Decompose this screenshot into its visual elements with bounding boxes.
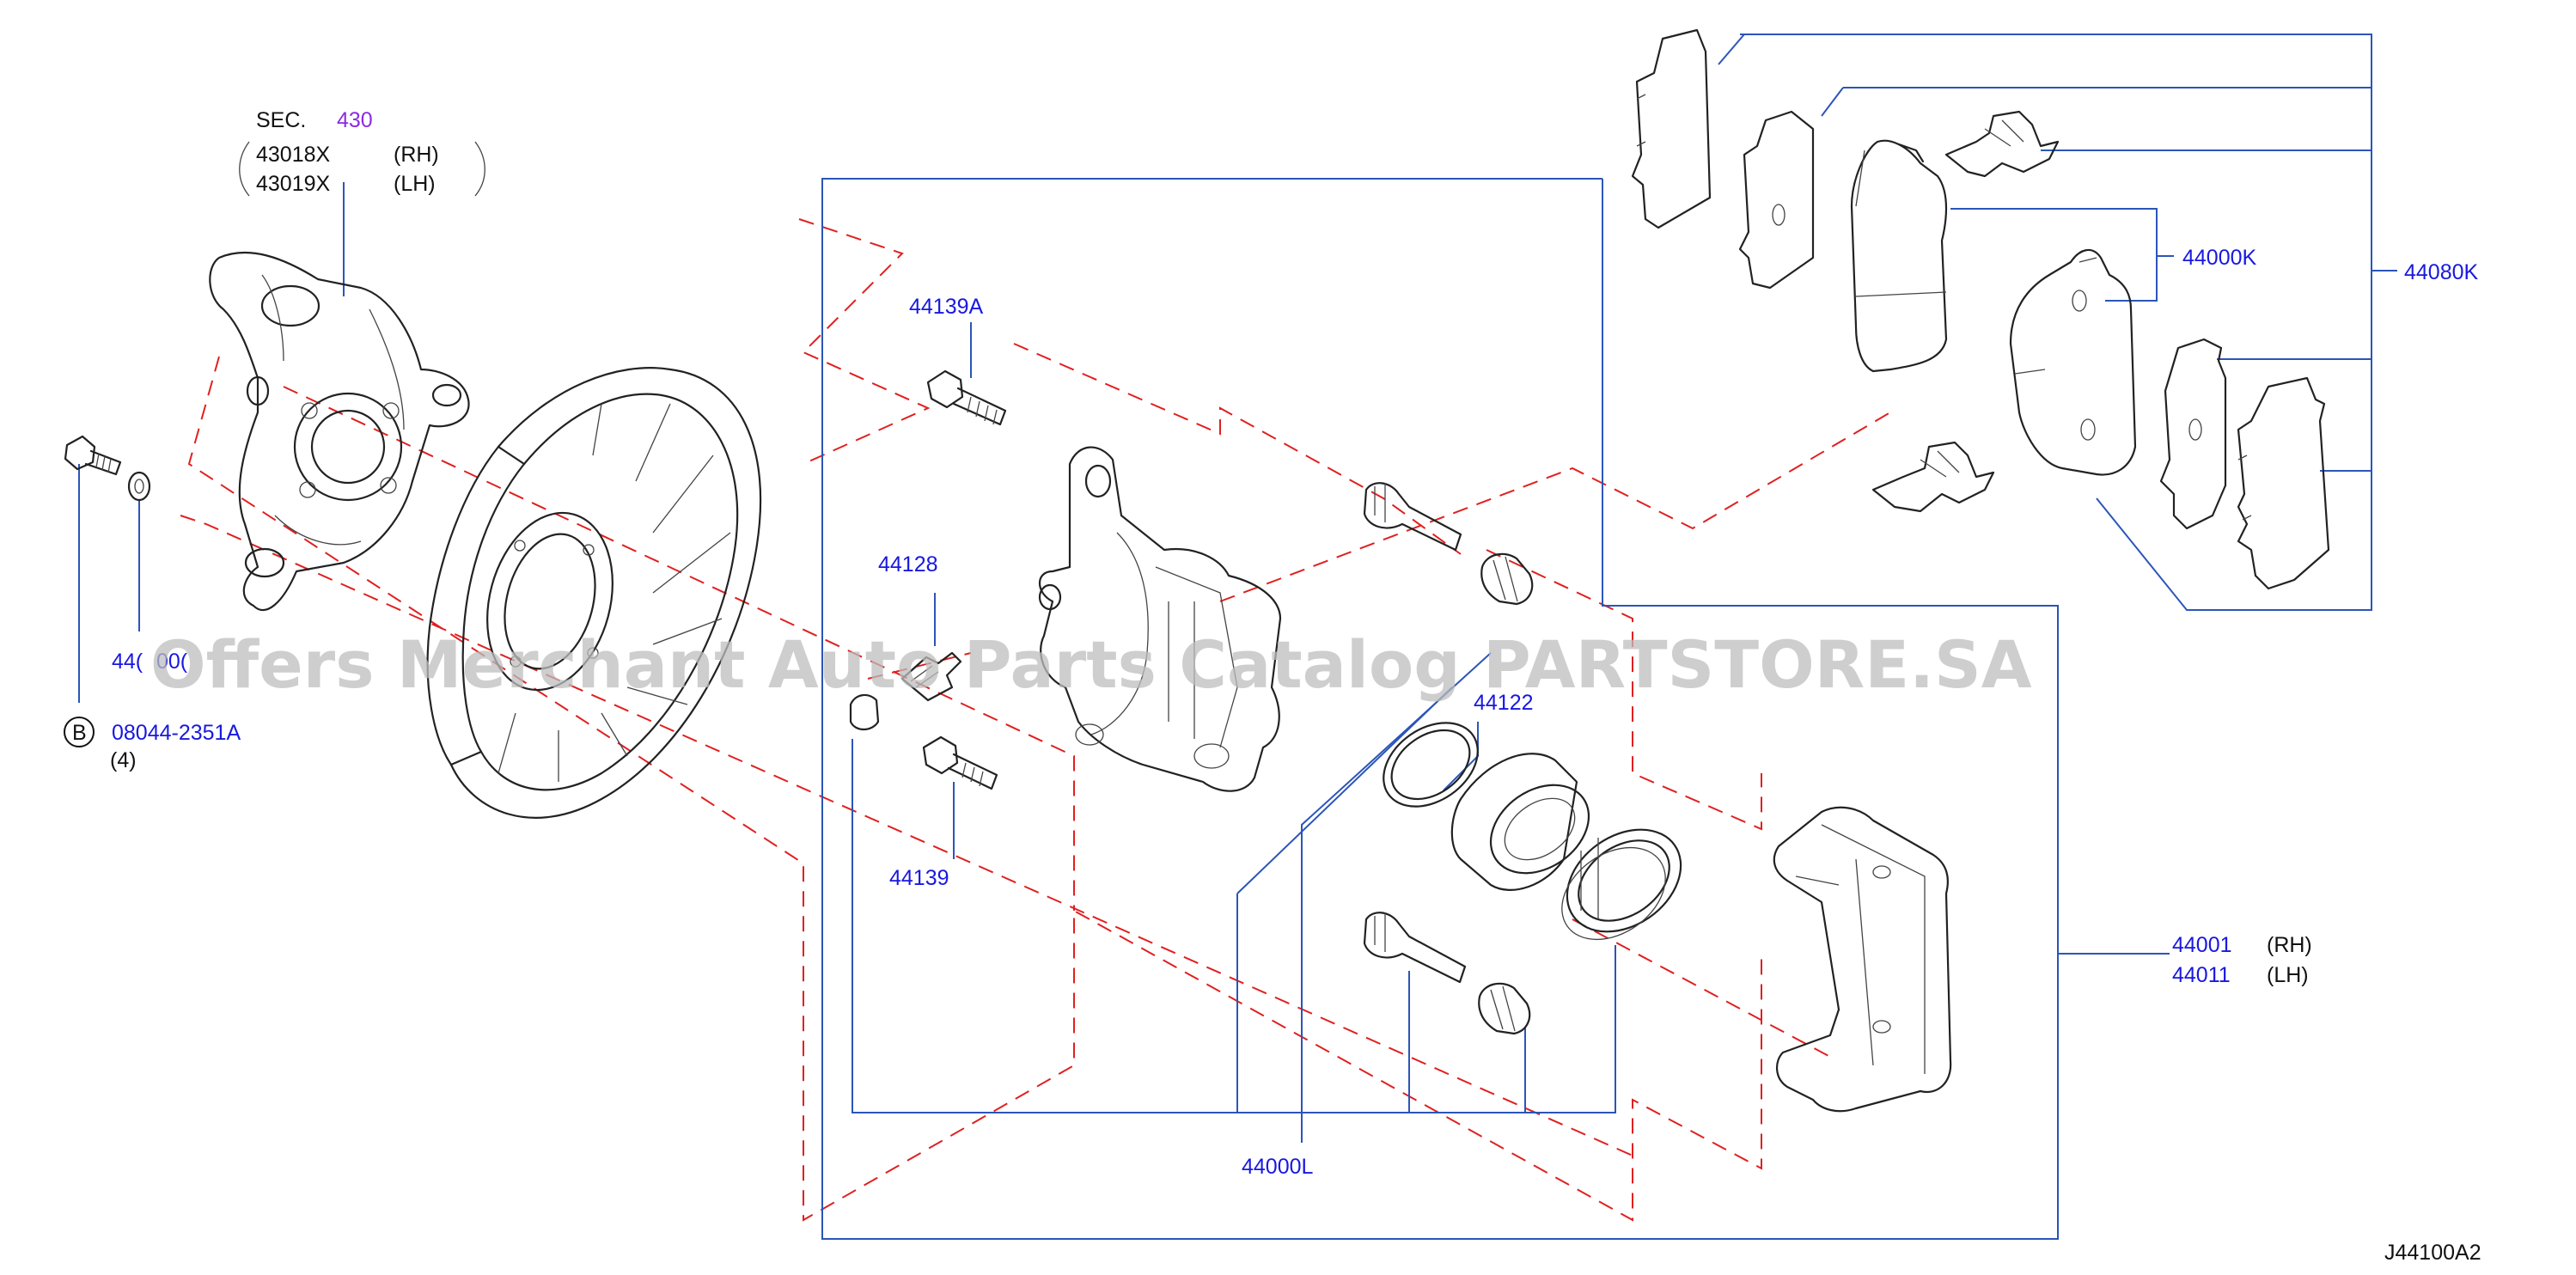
inner-shim-2-drawing (2237, 376, 2330, 590)
slide-pin-lower-drawing (1363, 912, 1467, 984)
inner-shim-1-drawing (2159, 338, 2227, 530)
part-link-44139[interactable]: 44139 (889, 866, 949, 890)
section-prefix: SEC. (256, 108, 306, 132)
part-label-44000K[interactable]: 44000K (2182, 246, 2257, 270)
knuckle-lh-side: (LH) (394, 172, 436, 196)
part-link-44128[interactable]: 44128 (878, 552, 938, 576)
outer-shim-1-drawing (1631, 28, 1712, 229)
watermark-text: Offers Merchant Auto Parts Catalog PARTS… (150, 626, 2032, 703)
pad-clip-lower-drawing (1871, 441, 1995, 513)
pin-boot-upper-drawing (1480, 552, 1534, 606)
bolt-quantity: (4) (110, 748, 137, 772)
section-number[interactable]: 430 (337, 108, 373, 132)
knuckle-rh-side: (RH) (394, 143, 439, 167)
knuckle-bracket-right (474, 141, 485, 197)
piston-drawing (1450, 753, 1590, 891)
part-label-44080K[interactable]: 44080K (2404, 260, 2479, 284)
pin-boot-lower-drawing (1478, 982, 1531, 1035)
part-label-44122[interactable]: 44122 (1474, 691, 1534, 715)
part-side-44001: (RH) (2267, 933, 2312, 957)
part-link-44001[interactable]: 44001 (2172, 933, 2232, 957)
phantom-lines (180, 218, 1891, 1222)
part-link-44080K[interactable]: 44080K (2404, 260, 2479, 284)
part-label-44128[interactable]: 44128 (878, 552, 938, 576)
labels: SEC. 430 43018X (RH) 43019X (LH) 44139A … (64, 108, 2481, 1265)
part-link-44011[interactable]: 44011 (2172, 963, 2231, 987)
washer-drawing (127, 471, 151, 502)
part-link-44000K[interactable]: 44000K (2182, 246, 2257, 270)
part-label-washer-a[interactable]: 44( (112, 650, 143, 674)
knuckle-lh-part: 43019X (256, 172, 331, 196)
part-label-44001[interactable]: 44001 (2172, 933, 2232, 957)
part-label-44000L[interactable]: 44000L (1242, 1155, 1314, 1179)
part-label-08044-2351A[interactable]: 08044-2351A (112, 721, 241, 745)
bolt-badge-circle (64, 717, 95, 747)
part-link-08044-2351A[interactable]: 08044-2351A (112, 721, 241, 745)
part-label-44011[interactable]: 44011 (2172, 963, 2231, 987)
bolt-44139-drawing (922, 735, 998, 790)
piston-boot-drawing (1561, 828, 1682, 941)
part-link-washer[interactable]: 44( 00( (112, 650, 188, 674)
section-430-link[interactable]: 430 (337, 108, 373, 132)
hub-bolt-drawing (64, 435, 122, 476)
bleeder-screw-drawing (849, 651, 962, 731)
part-label-44139[interactable]: 44139 (889, 866, 949, 890)
caliper-bracket-drawing (1773, 806, 1952, 1113)
diagram-code: J44100A2 (2384, 1241, 2481, 1265)
steering-knuckle-drawing (209, 251, 470, 612)
knuckle-rh-part: 43018X (256, 143, 331, 167)
bolt-44139A-drawing (926, 369, 1007, 426)
part-link-44139A[interactable]: 44139A (909, 295, 984, 319)
bolt-badge-letter: B (72, 721, 87, 745)
part-label-44139A[interactable]: 44139A (909, 295, 984, 319)
part-link-44122[interactable]: 44122 (1474, 691, 1534, 715)
leader-lines (78, 34, 2397, 1240)
part-label-washer-b[interactable]: 00( (156, 650, 188, 674)
outer-shim-2-drawing (1738, 110, 1815, 290)
inner-pad-drawing (2009, 248, 2137, 476)
part-side-44011: (LH) (2267, 963, 2309, 987)
caliper-body-drawing (1038, 446, 1282, 792)
piston-seal-drawing (1383, 722, 1479, 808)
outer-pad-drawing (1850, 139, 1948, 373)
part-link-44000L[interactable]: 44000L (1242, 1155, 1314, 1179)
dust-shield-drawing (426, 367, 762, 819)
knuckle-bracket-left (239, 141, 250, 197)
slide-pin-upper-drawing (1363, 482, 1462, 552)
pad-clip-upper-drawing (1944, 110, 2060, 178)
